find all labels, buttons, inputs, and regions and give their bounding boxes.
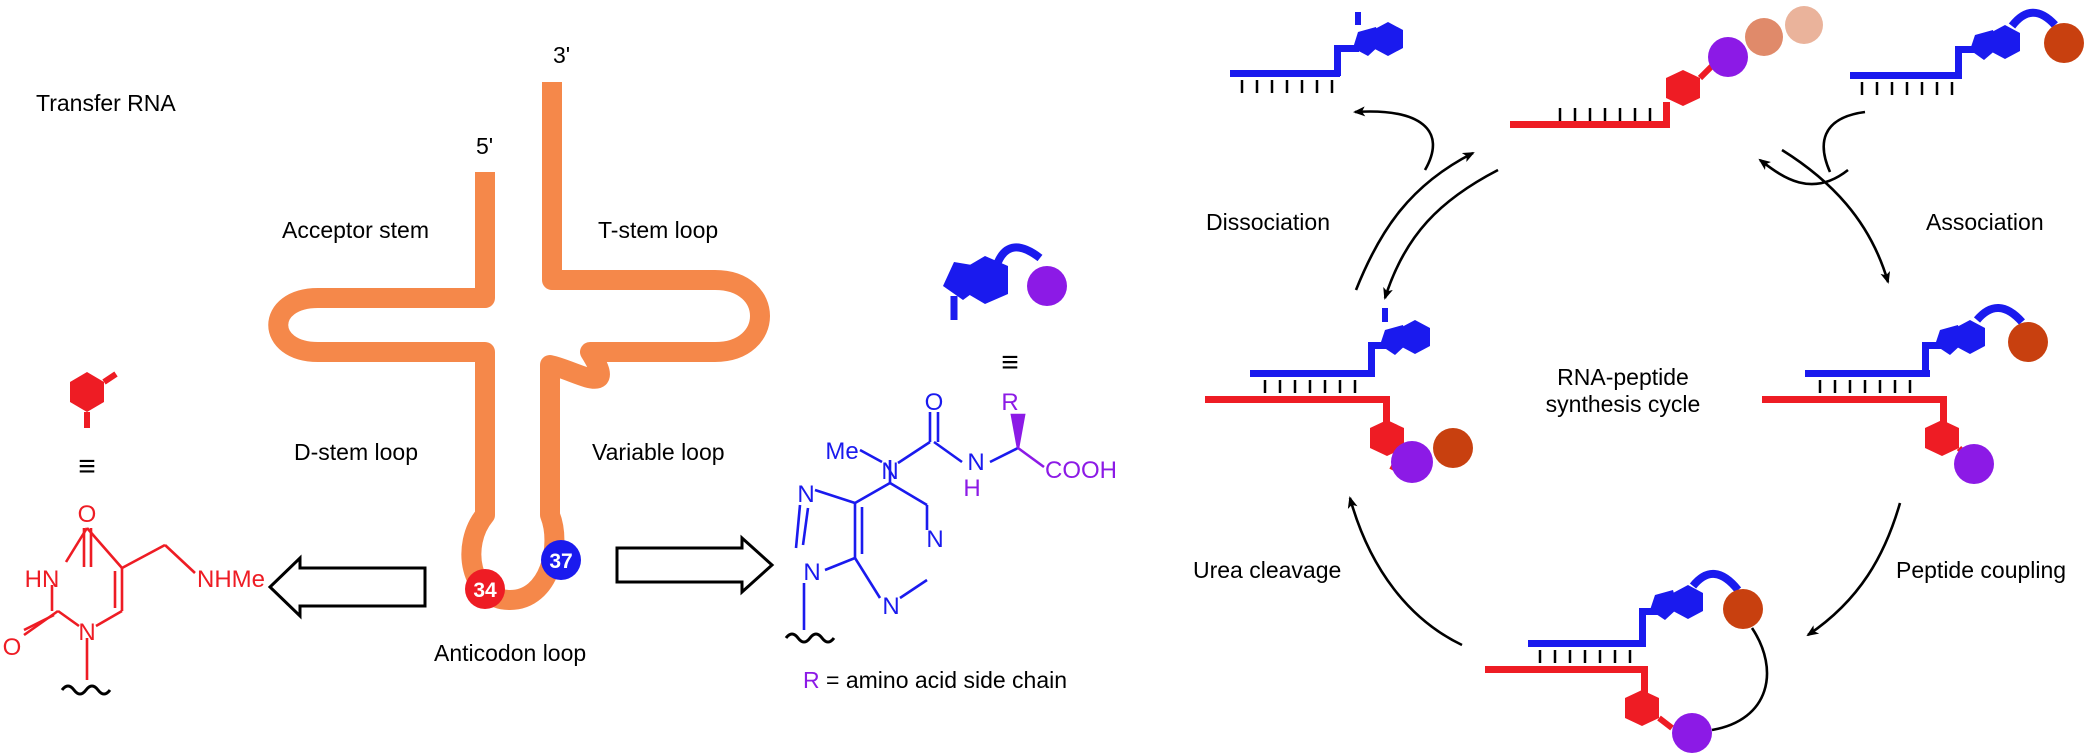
equivalence-symbol-right: ≡	[1001, 346, 1019, 379]
equivalence-symbol-left: ≡	[78, 450, 96, 483]
arrow-dissociation-up	[1354, 151, 1475, 291]
chem-h: H	[963, 475, 980, 502]
arrow-peptide-coupling	[1806, 502, 1902, 637]
chem-cooh: COOH	[1045, 457, 1117, 484]
sugar-attachment-wavy-left	[60, 684, 112, 696]
chem-me: Me	[825, 438, 858, 465]
red-hexagon-icon	[70, 371, 118, 428]
label-association: Association	[1926, 209, 2044, 235]
position-34-marker	[465, 569, 505, 609]
label-peptide-coupling: Peptide coupling	[1896, 557, 2066, 583]
label-acceptor-stem: Acceptor stem	[282, 217, 429, 243]
chem-o-carbonyl: O	[925, 389, 944, 416]
chem-o-left: O	[3, 634, 22, 661]
chem-n3: N	[882, 593, 899, 620]
arrow-dissociation-out	[1353, 106, 1435, 171]
arrow-association-up	[1758, 158, 1849, 186]
label-3-prime: 3'	[553, 42, 570, 68]
chem-o-top: O	[78, 501, 97, 528]
position-34-label: 34	[473, 579, 497, 602]
hollow-arrow-right	[615, 534, 775, 596]
red-nucleobase-structure	[23, 527, 196, 680]
chem-n-urea: N	[881, 458, 898, 485]
chem-n-ring: N	[78, 619, 95, 646]
label-d-stem-loop: D-stem loop	[294, 439, 418, 465]
r-definition-text: = amino acid side chain	[820, 667, 1067, 693]
label-dissociation: Dissociation	[1206, 209, 1330, 235]
blue-nucleoside-icon	[943, 243, 1067, 320]
arrow-association-in	[1822, 110, 1866, 173]
blue-nucleobase-structure	[794, 412, 1019, 630]
coupling-intermediate	[1485, 570, 1769, 753]
chem-n1: N	[926, 526, 943, 553]
chem-n9: N	[803, 559, 820, 586]
arrow-urea-cleavage	[1347, 496, 1463, 647]
cycle-title-line2: synthesis cycle	[1546, 391, 1701, 417]
product-trna-peptide	[1510, 6, 1823, 128]
arrow-association-down	[1781, 148, 1891, 284]
transfer-rna-title: Transfer RNA	[36, 90, 176, 116]
label-urea-cleavage: Urea cleavage	[1193, 557, 1341, 583]
duplex-after-cleavage	[1205, 308, 1473, 483]
cycle-arrows	[1347, 106, 1902, 647]
position-37-marker	[541, 540, 581, 580]
label-anticodon-loop: Anticodon loop	[434, 640, 586, 666]
trna-cloverleaf	[268, 82, 770, 610]
released-trna-fragment	[1230, 12, 1403, 93]
chem-n7: N	[797, 481, 814, 508]
chem-hn: HN	[25, 566, 60, 593]
label-t-stem-loop: T-stem loop	[598, 217, 718, 243]
hollow-arrow-left	[267, 554, 427, 620]
label-variable-loop: Variable loop	[592, 439, 725, 465]
r-definition: R = amino acid side chain	[803, 667, 1067, 693]
blue-purple-amino-acid-bonds	[1010, 413, 1045, 469]
trna-backbone	[268, 82, 770, 610]
chem-nhme: NHMe	[197, 566, 265, 593]
sugar-attachment-wavy-right	[784, 632, 836, 644]
chem-n-amide: N	[967, 449, 984, 476]
label-5-prime: 5'	[476, 133, 493, 159]
arrow-dissociation-down	[1383, 168, 1499, 300]
aminoacyl-trna-fragment	[1850, 8, 2084, 95]
duplex-after-association	[1762, 304, 2048, 484]
position-37-label: 37	[549, 550, 572, 573]
r-definition-symbol: R	[803, 667, 820, 693]
chem-r: R	[1001, 389, 1018, 416]
cycle-title-line1: RNA-peptide	[1557, 364, 1689, 390]
